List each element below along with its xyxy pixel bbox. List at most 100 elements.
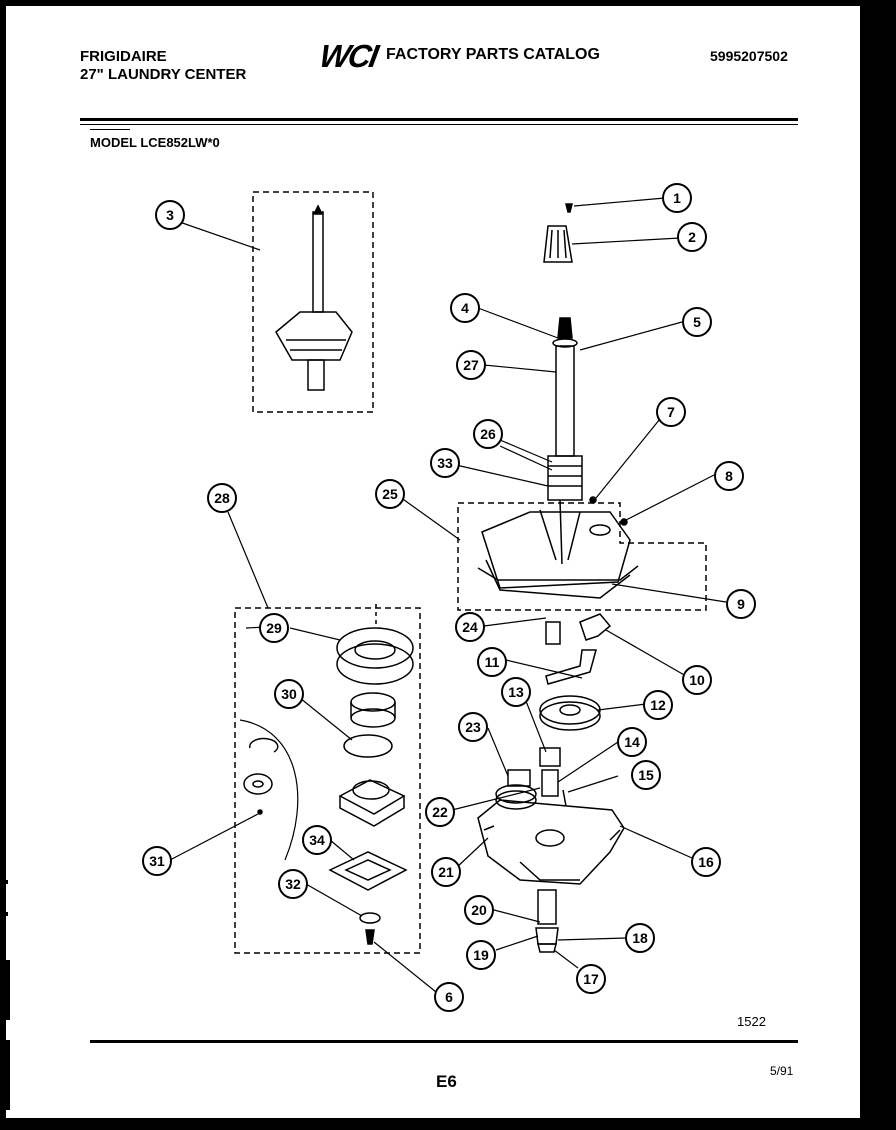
- callout-19: 19: [466, 940, 496, 970]
- crank-link-11: [545, 649, 597, 685]
- group-box-3: [252, 191, 374, 413]
- callout-33: 33: [430, 448, 460, 478]
- callout-number: 9: [737, 596, 745, 612]
- callout-circle: [458, 712, 488, 742]
- callout-circle: [431, 857, 461, 887]
- callout-number: 5: [693, 314, 701, 330]
- callout-number: 18: [632, 930, 648, 946]
- header-rule-short: [90, 129, 130, 130]
- callout-circle: [682, 665, 712, 695]
- callout-7: 7: [656, 397, 686, 427]
- callout-number: 20: [471, 902, 487, 918]
- callout-number: 23: [465, 719, 481, 735]
- callout-circle: [625, 923, 655, 953]
- callout-circle: [302, 825, 332, 855]
- callout-3: 3: [155, 200, 185, 230]
- callout-circle: [450, 293, 480, 323]
- callout-number: 16: [698, 854, 714, 870]
- washer-30: [343, 734, 393, 758]
- callout-circle: [726, 589, 756, 619]
- gasket-34: [328, 851, 408, 891]
- callout-group: 1234567891011121314151617181920212223242…: [142, 183, 756, 1012]
- callout-circle: [656, 397, 686, 427]
- callout-circle: [643, 690, 673, 720]
- callout-number: 19: [473, 947, 489, 963]
- callout-circle: [207, 483, 237, 513]
- callout-number: 13: [508, 684, 524, 700]
- page-id: E6: [436, 1072, 457, 1091]
- callout-circle: [430, 448, 460, 478]
- callout-number: 21: [438, 864, 454, 880]
- callout-20: 20: [464, 895, 494, 925]
- callout-13: 13: [501, 677, 531, 707]
- callout-circle: [455, 612, 485, 642]
- figure-number: 1522: [737, 1014, 766, 1029]
- callout-number: 2: [688, 229, 696, 245]
- callout-21: 21: [431, 857, 461, 887]
- callout-number: 31: [149, 853, 165, 869]
- callout-29: 29: [259, 613, 289, 643]
- callout-circle: [434, 982, 464, 1012]
- callout-number: 28: [214, 490, 230, 506]
- callout-32: 32: [278, 869, 308, 899]
- callout-circle: [576, 964, 606, 994]
- callout-15: 15: [631, 760, 661, 790]
- catalog-title: FACTORY PARTS CATALOG: [386, 46, 600, 63]
- callout-5: 5: [682, 307, 712, 337]
- nut-18: [537, 943, 557, 953]
- callout-circle: [142, 846, 172, 876]
- callout-number: 4: [461, 300, 469, 316]
- callout-17: 17: [576, 964, 606, 994]
- washer-32: [359, 912, 381, 924]
- callout-number: 22: [432, 804, 448, 820]
- callout-number: 33: [437, 455, 453, 471]
- callout-circle: [274, 679, 304, 709]
- callout-number: 6: [445, 989, 453, 1005]
- callout-circle: [477, 647, 507, 677]
- main-gear-12: [539, 695, 601, 731]
- callout-circle: [501, 677, 531, 707]
- callout-number: 26: [480, 426, 496, 442]
- callout-circle: [617, 727, 647, 757]
- callout-number: 24: [462, 619, 478, 635]
- scan-mark: [0, 912, 8, 916]
- callout-23: 23: [458, 712, 488, 742]
- callout-6: 6: [434, 982, 464, 1012]
- callout-circle: [375, 479, 405, 509]
- drive-gear-23: [495, 769, 537, 810]
- callout-circle: [456, 350, 486, 380]
- callout-18: 18: [625, 923, 655, 953]
- revision-date: 5/91: [770, 1064, 794, 1078]
- shifter-fork-10: [579, 613, 612, 641]
- group-box-28: [234, 607, 421, 954]
- callout-circle: [714, 461, 744, 491]
- callout-number: 29: [266, 620, 282, 636]
- callout-circle: [155, 200, 185, 230]
- callout-8: 8: [714, 461, 744, 491]
- callout-number: 17: [583, 971, 599, 987]
- group-box-25: [457, 502, 707, 611]
- callout-number: 27: [463, 357, 479, 373]
- callout-number: 7: [667, 404, 675, 420]
- header-rule-thin: [80, 124, 798, 125]
- callout-22: 22: [425, 797, 455, 827]
- screw-6: [365, 929, 375, 945]
- drive-shaft-20: [537, 889, 557, 925]
- callout-circle: [464, 895, 494, 925]
- transmission-housing-top: [481, 496, 631, 599]
- callout-number: 10: [689, 672, 705, 688]
- callout-14: 14: [617, 727, 647, 757]
- callout-25: 25: [375, 479, 405, 509]
- callout-number: 25: [382, 486, 398, 502]
- header-rule-thick: [80, 118, 798, 121]
- pinion-14: [541, 769, 559, 797]
- seal-29: [336, 627, 414, 685]
- retaining-ring-31: [243, 737, 279, 815]
- bearing-stack-30: [350, 692, 396, 728]
- callout-number: 15: [638, 767, 654, 783]
- callout-26: 26: [473, 419, 503, 449]
- callout-27: 27: [456, 350, 486, 380]
- callout-number: 3: [166, 207, 174, 223]
- callout-circle: [677, 222, 707, 252]
